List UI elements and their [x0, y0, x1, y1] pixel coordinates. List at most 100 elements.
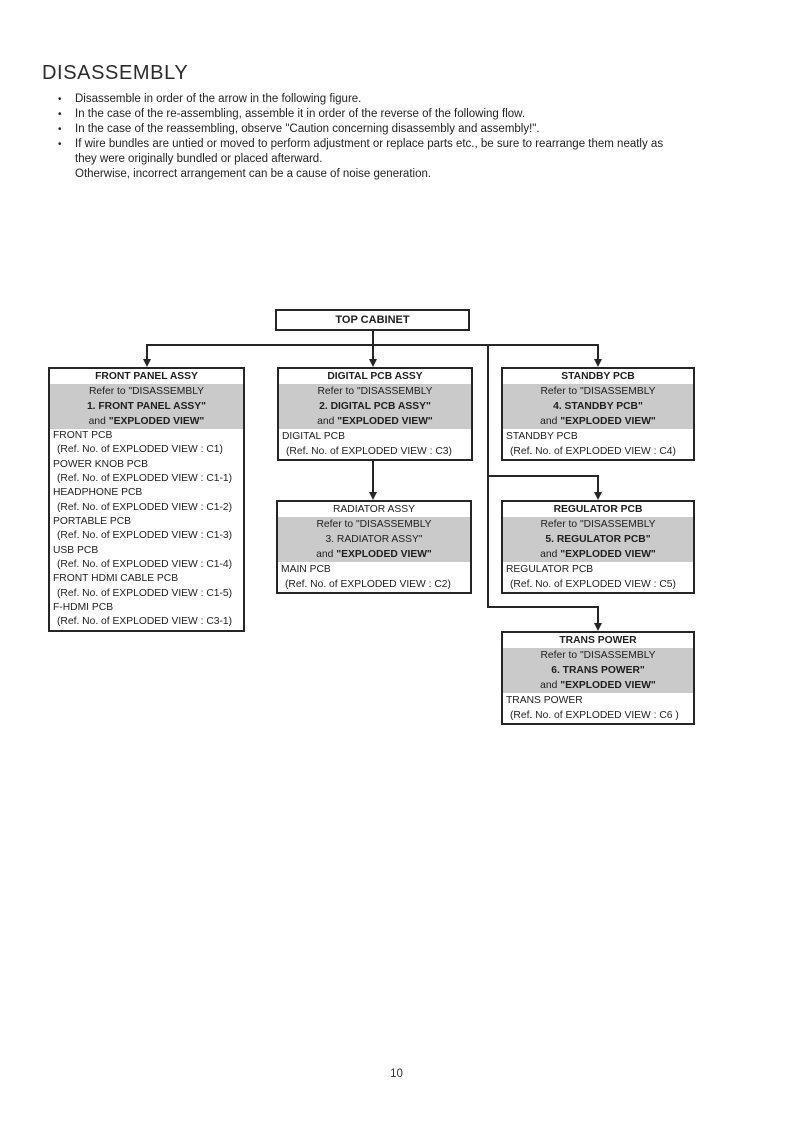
part-ref: (Ref. No. of EXPLODED VIEW : C1-2) [57, 501, 233, 513]
exploded-line: and "EXPLODED VIEW" [503, 414, 693, 429]
box-title: RADIATOR ASSY [332, 504, 416, 515]
bullet-item: • Disassemble in order of the arrow in t… [58, 92, 718, 107]
refer-line: Refer to "DISASSEMBLY [317, 386, 433, 397]
part-name: HEADPHONE PCB [53, 487, 143, 499]
box-refer-section: Refer to "DISASSEMBLY 1. FRONT PANEL ASS… [50, 384, 243, 429]
box-refer-section: Refer to "DISASSEMBLY 2. DIGITAL PCB ASS… [279, 384, 471, 429]
part-name: TRANS POWER [506, 695, 583, 706]
part-ref: (Ref. No. of EXPLODED VIEW : C3-1) [57, 616, 233, 628]
box-refer-section: Refer to "DISASSEMBLY 3. RADIATOR ASSY" … [278, 517, 470, 562]
exploded-view-label: "EXPLODED VIEW" [108, 416, 205, 427]
instructions-list: • Disassemble in order of the arrow in t… [58, 92, 718, 182]
box-title: FRONT PANEL ASSY [95, 371, 198, 382]
bullet-item: • In the case of the re-assembling, asse… [58, 107, 718, 122]
part-ref: (Ref. No. of EXPLODED VIEW : C1-3) [57, 530, 233, 542]
and-word: and [540, 416, 558, 427]
arrow-down-icon [368, 492, 377, 500]
exploded-view-label: "EXPLODED VIEW" [560, 416, 656, 427]
box-title: STANDBY PCB [561, 371, 635, 382]
refer-line: Refer to "DISASSEMBLY [316, 519, 432, 530]
box-title: TRANS POWER [559, 635, 637, 646]
part-name: PORTABLE PCB [53, 516, 132, 528]
connector-radiator-stem [372, 459, 374, 493]
part-ref: (Ref. No. of EXPLODED VIEW : C2) [285, 579, 451, 590]
bullet-text: In the case of the reassembling, observe… [75, 123, 540, 135]
box-title: REGULATOR PCB [553, 504, 643, 515]
bullet-continuation: they were originally bundled or placed a… [75, 153, 323, 165]
connector-trans-horizontal [487, 606, 599, 608]
connector-stem-standby [597, 344, 599, 360]
bullet-text: If wire bundles are untied or moved to p… [75, 138, 664, 150]
flow-box-front-panel-assy: FRONT PANEL ASSY Refer to "DISASSEMBLY 1… [48, 367, 245, 632]
flow-box-regulator-pcb: REGULATOR PCB Refer to "DISASSEMBLY 5. R… [501, 500, 695, 594]
part-name: POWER KNOB PCB [53, 458, 148, 470]
flow-box-standby-pcb: STANDBY PCB Refer to "DISASSEMBLY 4. STA… [501, 367, 695, 461]
exploded-line: and "EXPLODED VIEW" [50, 414, 243, 429]
bullet-marker: • [58, 124, 62, 135]
exploded-view-label: "EXPLODED VIEW" [560, 549, 656, 560]
arrow-down-icon [142, 359, 151, 367]
part-name: FRONT HDMI CABLE PCB [53, 573, 179, 585]
and-word: and [88, 416, 106, 427]
box-refer-section: Refer to "DISASSEMBLY 4. STANDBY PCB" an… [503, 384, 693, 429]
part-name: F-HDMI PCB [53, 602, 114, 614]
connector-root-stem [372, 331, 374, 346]
connector-stem-digital [372, 344, 374, 360]
arrow-down-icon [368, 359, 377, 367]
part-ref: (Ref. No. of EXPLODED VIEW : C1-4) [57, 559, 233, 571]
step-line: 2. DIGITAL PCB ASSY" [319, 401, 431, 412]
part-name: STANDBY PCB [506, 431, 578, 442]
part-name: REGULATOR PCB [506, 564, 594, 575]
refer-line: Refer to "DISASSEMBLY [540, 519, 656, 530]
and-word: and [540, 549, 558, 560]
part-ref: (Ref. No. of EXPLODED VIEW : C1-5) [57, 587, 233, 599]
box-refer-section: Refer to "DISASSEMBLY 6. TRANS POWER" an… [503, 648, 693, 693]
part-name: DIGITAL PCB [282, 431, 345, 442]
connector-regulator-horizontal [487, 475, 599, 477]
part-name: MAIN PCB [281, 564, 331, 575]
exploded-view-label: "EXPLODED VIEW" [336, 549, 432, 560]
arrow-down-icon [593, 623, 602, 631]
part-name: FRONT PCB [53, 430, 113, 441]
connector-stem-front-panel [146, 344, 148, 360]
flow-box-top-cabinet: TOP CABINET [275, 309, 470, 331]
exploded-view-label: "EXPLODED VIEW" [337, 416, 433, 427]
part-ref: (Ref. No. of EXPLODED VIEW : C1) [57, 444, 223, 456]
part-ref: (Ref. No. of EXPLODED VIEW : C3) [286, 446, 452, 457]
and-word: and [540, 680, 558, 691]
exploded-line: and "EXPLODED VIEW" [503, 678, 693, 693]
step-line: 5. REGULATOR PCB" [545, 534, 651, 545]
page-number: 10 [390, 1068, 403, 1080]
part-name: USB PCB [53, 544, 99, 556]
box-parts-list: REGULATOR PCB (Ref. No. of EXPLODED VIEW… [503, 562, 693, 592]
flow-box-radiator-assy: RADIATOR ASSY Refer to "DISASSEMBLY 3. R… [276, 500, 472, 594]
refer-line: Refer to "DISASSEMBLY [540, 650, 656, 661]
arrow-down-icon [593, 492, 602, 500]
bullet-continuation: Otherwise, incorrect arrangement can be … [75, 168, 432, 180]
step-line: 3. RADIATOR ASSY" [325, 534, 423, 545]
box-title: DIGITAL PCB ASSY [327, 371, 423, 382]
flow-box-digital-pcb-assy: DIGITAL PCB ASSY Refer to "DISASSEMBLY 2… [277, 367, 473, 461]
part-ref: (Ref. No. of EXPLODED VIEW : C5) [510, 579, 676, 590]
and-word: and [316, 549, 334, 560]
exploded-view-label: "EXPLODED VIEW" [560, 680, 656, 691]
bullet-text: In the case of the re-assembling, assemb… [75, 108, 526, 120]
bullet-marker: • [58, 109, 62, 120]
and-word: and [317, 416, 335, 427]
step-line: 6. TRANS POWER" [551, 665, 645, 676]
step-line: 1. FRONT PANEL ASSY" [86, 401, 207, 412]
box-parts-list: TRANS POWER (Ref. No. of EXPLODED VIEW :… [503, 693, 693, 723]
box-parts-list: DIGITAL PCB (Ref. No. of EXPLODED VIEW :… [279, 429, 471, 459]
exploded-line: and "EXPLODED VIEW" [278, 547, 470, 562]
part-ref: (Ref. No. of EXPLODED VIEW : C4) [510, 446, 676, 457]
step-line: 4. STANDBY PCB" [553, 401, 643, 412]
refer-line: Refer to "DISASSEMBLY [540, 386, 656, 397]
exploded-line: and "EXPLODED VIEW" [503, 547, 693, 562]
connector-trans-stem [597, 606, 599, 624]
bullet-marker: • [58, 139, 62, 150]
bullet-marker: • [58, 94, 62, 105]
connector-regulator-stem [597, 475, 599, 493]
part-ref: (Ref. No. of EXPLODED VIEW : C1-1) [57, 473, 233, 485]
bullet-item: • If wire bundles are untied or moved to… [58, 137, 718, 152]
